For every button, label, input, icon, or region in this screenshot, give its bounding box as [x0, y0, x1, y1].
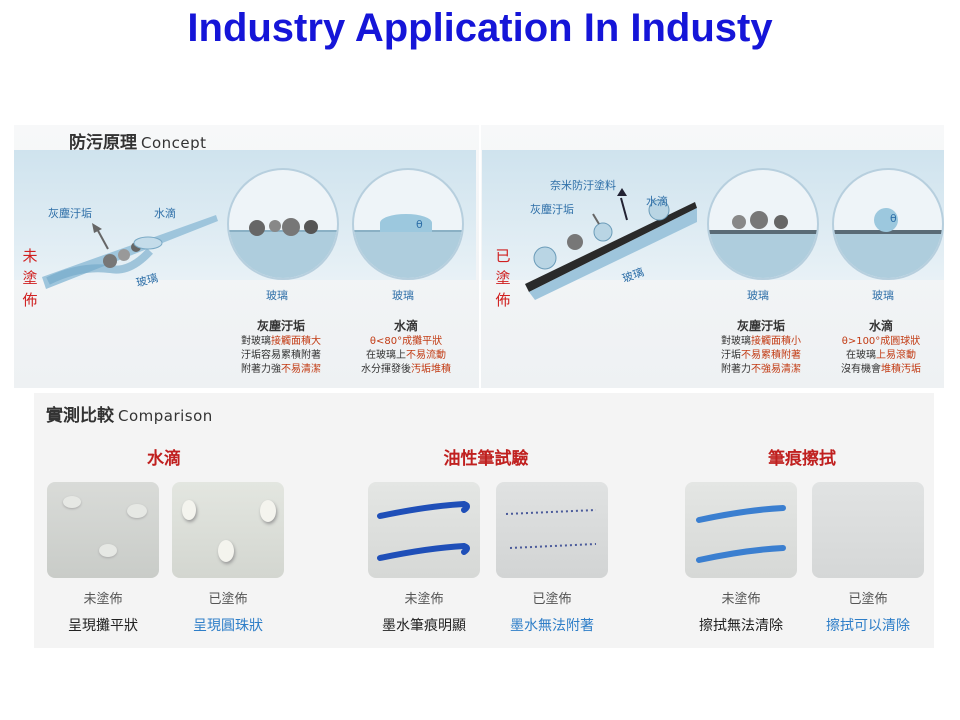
desc-text: 沒有機會	[841, 364, 881, 375]
desc-text: 在玻璃	[846, 350, 876, 361]
coated-circle1-caption: 玻璃	[747, 289, 769, 302]
desc-highlight: 堆積汚垢	[881, 364, 921, 375]
group-title-oil-pen: 油性筆試驗	[443, 449, 529, 469]
photo-pen-coated	[496, 482, 608, 578]
desc-highlight: θ	[841, 336, 848, 347]
uncoated-water-description: 水滴 θ<80°成攤平狀 在玻璃上不易流動 水分揮發後汚垢堆積	[341, 318, 471, 377]
desc-highlight: θ	[369, 336, 376, 347]
result-water-uncoated: 呈現攤平狀	[68, 618, 138, 634]
uncoated-circle1-caption: 玻璃	[266, 289, 288, 302]
caption-pen-uncoated: 未塗佈	[404, 592, 444, 607]
uncoated-water-title: 水滴	[393, 319, 418, 333]
photo-wipe-uncoated	[685, 482, 797, 578]
coated-dust-circle	[707, 168, 819, 280]
desc-text: 累積附著	[281, 350, 321, 361]
uncoated-dust-label: 灰塵汙垢	[48, 207, 92, 220]
coated-water-label: 水滴	[646, 195, 668, 208]
uncoated-dust-circle	[227, 168, 339, 280]
result-pen-coated: 墨水無法附著	[510, 618, 594, 634]
group-title-wipe: 筆痕擦拭	[768, 449, 836, 469]
wipe-stroke-marks	[696, 505, 786, 563]
desc-text: 水分揮發後	[361, 364, 411, 375]
concept-heading-zh: 防污原理	[69, 133, 137, 153]
coated-side-label: 已塗佈	[495, 247, 511, 309]
panel-divider	[479, 125, 481, 388]
photo-pen-uncoated	[368, 482, 480, 578]
desc-text: 對玻璃	[241, 336, 271, 347]
dust-particles-icon	[249, 218, 318, 236]
slide-title: Industry Application In Industy	[187, 6, 773, 50]
desc-highlight: <80°成攤平狀	[376, 336, 443, 347]
desc-text: 汙垢容易	[241, 350, 281, 361]
desc-highlight: >100°成圓球狀	[847, 336, 921, 347]
caption-wipe-uncoated: 未塗佈	[721, 592, 761, 607]
result-water-coated: 呈現圓珠狀	[193, 618, 263, 634]
caption-pen-coated: 已塗佈	[532, 592, 572, 607]
photo-water-uncoated	[47, 482, 159, 578]
uncoated-water-label: 水滴	[154, 207, 176, 220]
photo-water-coated	[172, 482, 284, 578]
coated-circle2-caption: 玻璃	[872, 289, 894, 302]
desc-text: 汙垢	[721, 350, 741, 361]
uncoated-theta-label: θ	[416, 218, 423, 231]
uncoated-water-circle: θ	[352, 168, 464, 280]
result-wipe-coated: 擦拭可以清除	[826, 618, 910, 634]
comparison-heading-zh: 實測比較	[46, 406, 114, 426]
comparison-heading-en: Comparison	[118, 407, 213, 425]
caption-water-coated: 已塗佈	[208, 592, 248, 607]
uncoated-side-label: 未塗佈	[22, 247, 38, 309]
coated-dust-description: 灰塵汙垢 對玻璃接觸面積小 汙垢不易累積附著 附著力不強易清潔	[696, 318, 826, 377]
desc-highlight: 不強易清潔	[751, 364, 801, 375]
caption-water-uncoated: 未塗佈	[83, 592, 123, 607]
desc-text: 附著力	[721, 364, 751, 375]
pen-beaded-marks	[505, 509, 597, 549]
concept-heading-en: Concept	[141, 134, 207, 152]
desc-highlight: 接觸面積大	[271, 336, 321, 347]
dust-particles-icon	[732, 211, 788, 229]
desc-highlight: 不易流動	[406, 350, 446, 361]
coated-glass-illustration	[525, 188, 697, 300]
desc-highlight: 汚垢堆積	[411, 364, 451, 375]
coated-water-description: 水滴 θ>100°成圓球狀 在玻璃上易滾動 沒有機會堆積汚垢	[816, 318, 946, 377]
desc-text: 附著力強	[241, 364, 281, 375]
desc-text: 對玻璃	[721, 336, 751, 347]
coated-water-title: 水滴	[868, 319, 893, 333]
coated-dust-title: 灰塵汙垢	[736, 319, 785, 333]
group-title-water: 水滴	[147, 449, 181, 469]
uncoated-glass-illustration	[42, 215, 218, 289]
desc-highlight: 不易累積附著	[741, 350, 801, 361]
uncoated-circle2-caption: 玻璃	[392, 289, 414, 302]
result-pen-uncoated: 墨水筆痕明顯	[382, 618, 466, 634]
pen-stroke-marks	[377, 500, 470, 561]
desc-highlight: 不易清潔	[281, 364, 321, 375]
photo-wipe-coated	[812, 482, 924, 578]
uncoated-dust-description: 灰塵汙垢 對玻璃接觸面積大 汙垢容易累積附著 附著力強不易清潔	[216, 318, 346, 377]
coated-water-circle: θ	[832, 168, 944, 280]
coated-coating-label: 奈米防汙塗料	[550, 179, 616, 192]
desc-highlight: 接觸面積小	[751, 336, 801, 347]
coated-dust-label: 灰塵汙垢	[530, 203, 574, 216]
desc-highlight: 上易滾動	[876, 350, 916, 361]
result-wipe-uncoated: 擦拭無法清除	[699, 618, 783, 634]
uncoated-dust-title: 灰塵汙垢	[256, 319, 305, 333]
coated-theta-label: θ	[890, 212, 897, 225]
desc-text: 在玻璃上	[366, 350, 406, 361]
caption-wipe-coated: 已塗佈	[848, 592, 888, 607]
